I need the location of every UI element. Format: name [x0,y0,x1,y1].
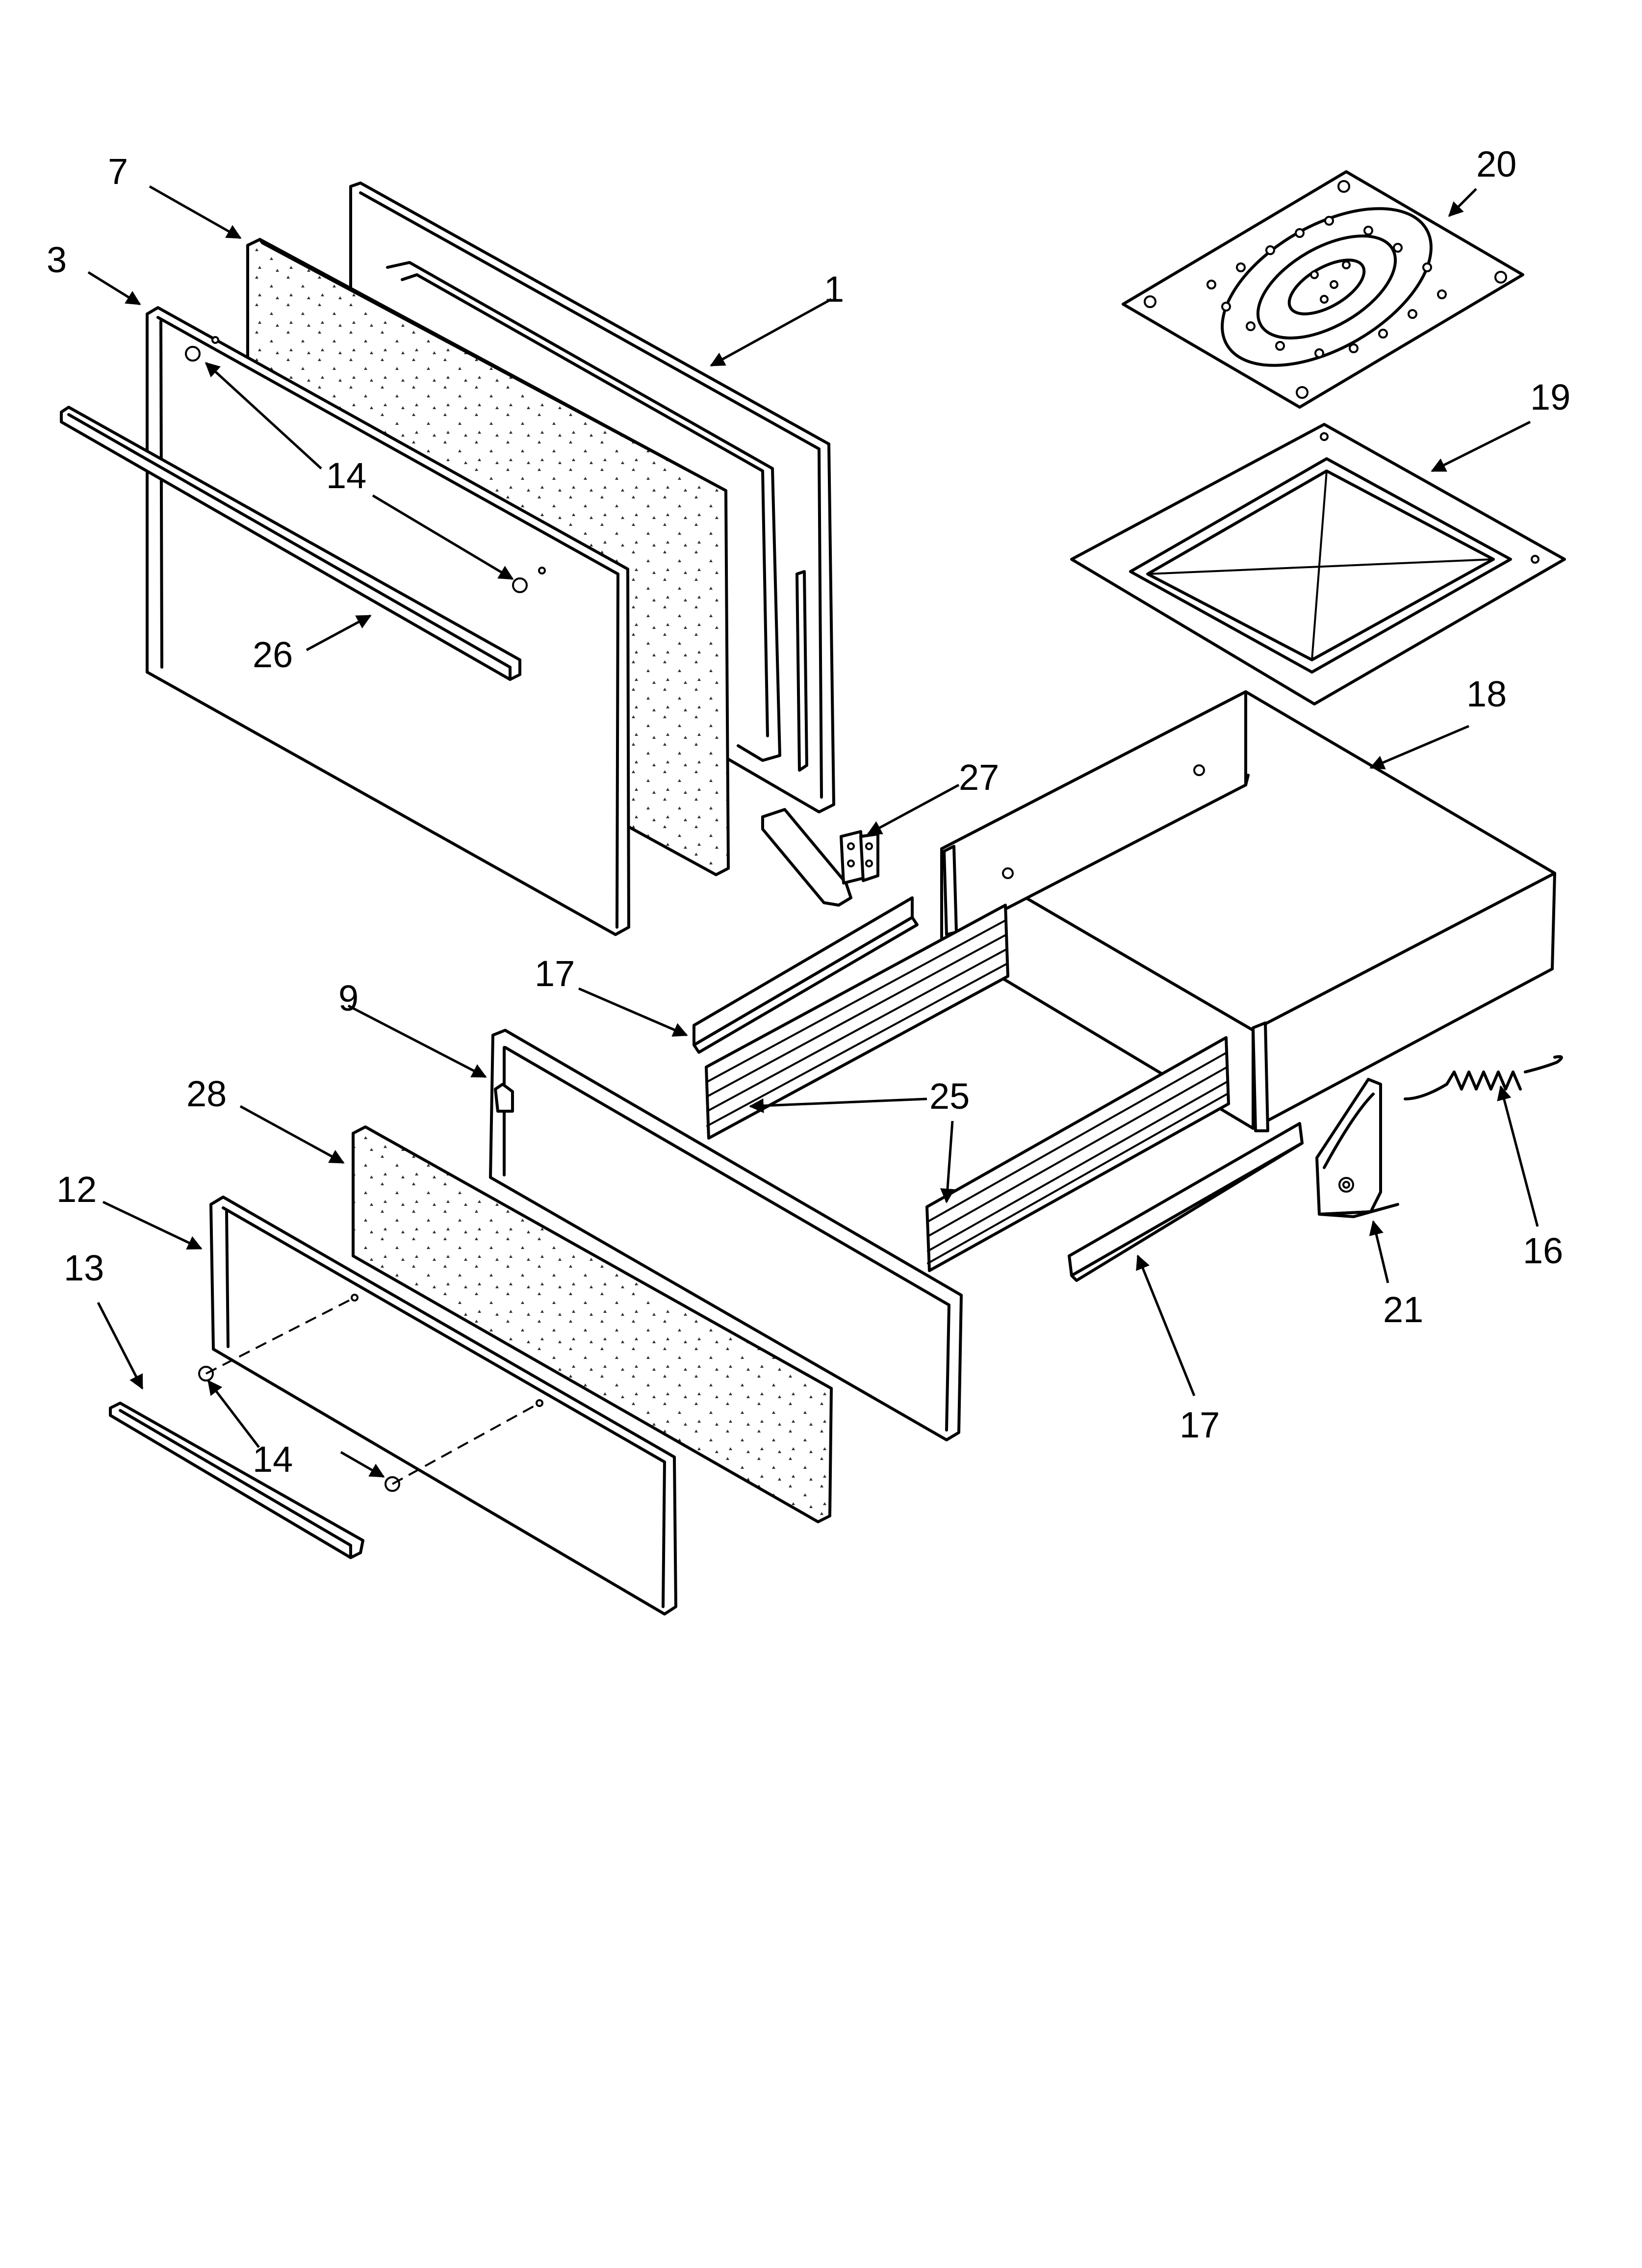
callout-9: 9 [338,978,359,1018]
broiler-pan-grid [1122,170,1524,409]
callout-1: 1 [824,269,844,310]
drawer-glide-left [705,904,1009,1140]
drawer-body [940,690,1556,1132]
drawer-glide-right [925,1036,1230,1272]
callout-16: 16 [1523,1230,1563,1271]
callout-26: 26 [253,634,293,675]
callout-18: 18 [1466,674,1507,714]
callout-12: 12 [56,1169,97,1210]
callout-20: 20 [1476,144,1516,184]
callout-labels: 1 3 7 9 12 13 14 14 16 17 17 18 19 20 21… [47,144,1570,1480]
callout-17-lower: 17 [1180,1405,1220,1445]
callout-21: 21 [1383,1289,1423,1330]
callout-25: 25 [929,1076,970,1117]
slide-bracket [1315,1078,1399,1218]
drawer-front-liner [489,1029,963,1441]
drawer-spring [1404,1055,1563,1100]
drawer-insulation [352,1125,833,1523]
door-hinge [761,808,879,907]
drawer-handle [109,1402,364,1559]
drawer-slide-rail-lower [1068,1122,1304,1282]
upper-door-handle [60,406,521,681]
callout-28: 28 [186,1073,227,1114]
broiler-pan [1070,423,1566,705]
grid-holes [1144,180,1507,399]
outer-door-panel [146,306,630,936]
callout-17-upper: 17 [535,953,575,994]
callout-14-upper: 14 [326,455,366,496]
drawer-front-panel [198,1196,677,1616]
callout-19: 19 [1530,377,1570,417]
callout-3: 3 [47,239,67,280]
callout-13: 13 [64,1248,104,1288]
callout-7: 7 [108,151,128,192]
drawer-slide-rail-upper [693,896,919,1054]
callout-14-lower: 14 [253,1439,293,1480]
leader-lines [87,185,1539,1478]
callout-27: 27 [959,757,999,798]
